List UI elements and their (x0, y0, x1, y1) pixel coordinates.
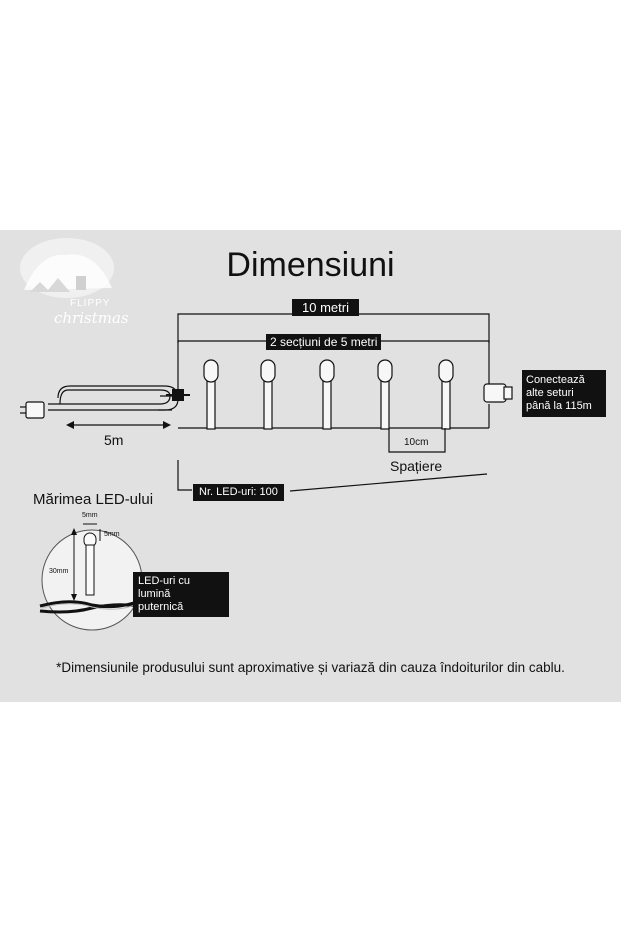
middle-connector (166, 389, 190, 401)
spacing-bracket (388, 428, 446, 453)
connect-note-line1: Conectează (526, 374, 585, 386)
led-width-label: 5mm (82, 512, 98, 519)
footnote: *Dimensiunile produsului sunt aproximati… (56, 660, 565, 675)
end-connector (483, 383, 513, 403)
cable-length-arrow (66, 421, 171, 429)
bright-led-line2: puternică (138, 601, 184, 613)
led-bulb (438, 359, 454, 430)
led-height-label: 30mm (49, 568, 69, 575)
total-length-label: 10 metri (292, 299, 359, 316)
led-count-pointer (177, 460, 192, 491)
led-size-heading: Mărimea LED-ului (33, 491, 154, 508)
logo-line1: FLIPPY (70, 298, 111, 309)
page-title: Dimensiuni (226, 246, 395, 284)
logo-icon (20, 238, 114, 298)
spacing-label: Spațiere (390, 458, 443, 474)
bright-led-label: LED-uri cu lumină puternică (133, 572, 229, 617)
connect-note-line3: până la 115m (526, 400, 592, 412)
led-head-label: 5mm (104, 531, 120, 538)
connect-note-line2: alte seturi (526, 387, 574, 399)
led-count-label: Nr. LED-uri: 100 (193, 484, 284, 501)
logo-line2: christmas (54, 309, 129, 327)
connect-note: Conectează alte seturi până la 115m (522, 370, 606, 417)
led-bulb (319, 359, 335, 430)
bright-led-line1: LED-uri cu lumină (138, 575, 190, 600)
lead-cable (48, 385, 179, 411)
cable-length-label: 5m (104, 432, 124, 448)
sections-label: 2 secțiuni de 5 metri (266, 334, 382, 350)
spacing-value: 10cm (404, 437, 429, 448)
led-bulb (260, 359, 276, 430)
led-bulb (203, 359, 219, 430)
power-adapter-icon (20, 401, 45, 419)
led-bulb (377, 359, 393, 430)
led-size-illustration (39, 523, 143, 631)
